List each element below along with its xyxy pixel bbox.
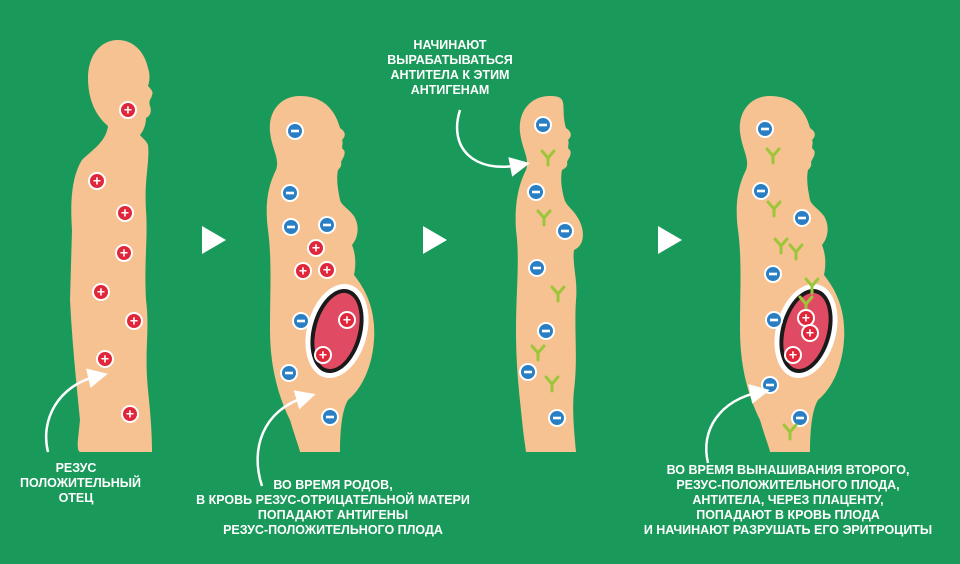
positive-cell (294, 262, 312, 280)
positive-cell (784, 346, 802, 364)
negative-cell (280, 364, 298, 382)
first-birth-label-line: В КРОВЬ РЕЗУС-ОТРИЦАТЕЛЬНОЙ МАТЕРИ (196, 493, 470, 507)
positive-cell (338, 311, 356, 329)
callout-arrow-second-pregnancy (705, 384, 770, 464)
father-body (70, 40, 153, 452)
negative-cell (537, 322, 555, 340)
negative-cell (292, 312, 310, 330)
second-pregnancy-label-line: ВО ВРЕМЯ ВЫНАШИВАНИЯ ВТОРОГО, (666, 463, 910, 477)
negative-cell (556, 222, 574, 240)
antibodies-label-line: АНТИТЕЛА К ЭТИМ (390, 68, 510, 82)
positive-cell (119, 101, 137, 119)
father-label-line: ОТЕЦ (58, 491, 94, 505)
positive-cell (88, 172, 106, 190)
antibodies-label-line: ВЫРАБАТЫВАТЬСЯ (387, 53, 513, 67)
negative-cell (519, 363, 537, 381)
antibodies-label: НАЧИНАЮТ ВЫРАБАТЫВАТЬСЯ АНТИТЕЛА К ЭТИМ … (362, 38, 538, 98)
father-label: РЕЗУС ПОЛОЖИТЕЛЬНЫЙ ОТЕЦ (20, 461, 141, 506)
second-pregnancy-label-line: РЕЗУС-ПОЛОЖИТЕЛЬНОГО ПЛОДА, (676, 478, 900, 492)
negative-cell (765, 311, 783, 329)
positive-cell (121, 405, 139, 423)
first-birth-label: ВО ВРЕМЯ РОДОВ, В КРОВЬ РЕЗУС-ОТРИЦАТЕЛЬ… (170, 478, 496, 538)
father-label-line: РЕЗУС (55, 461, 97, 475)
first-birth-label-line: РЕЗУС-ПОЛОЖИТЕЛЬНОГО ПЛОДА (223, 523, 443, 537)
step-arrow-3 (658, 226, 682, 254)
positive-cell (116, 204, 134, 222)
antibodies-label-line: НАЧИНАЮТ (413, 38, 487, 52)
callout-arrow-antibodies (455, 109, 530, 177)
negative-cell (281, 184, 299, 202)
callout-arrow-father (44, 368, 108, 453)
negative-cell (286, 122, 304, 140)
first-birth-label-line: ВО ВРЕМЯ РОДОВ, (273, 478, 393, 492)
second-pregnancy-label-line: ПОПАДАЮТ В КРОВЬ ПЛОДА (696, 508, 880, 522)
negative-cell (282, 218, 300, 236)
negative-cell (527, 183, 545, 201)
negative-cell (764, 265, 782, 283)
mother3-body (736, 96, 845, 452)
negative-cell (793, 209, 811, 227)
negative-cell (791, 409, 809, 427)
negative-cell (318, 216, 336, 234)
positive-cell (314, 346, 332, 364)
father-figure (70, 40, 153, 452)
negative-cell (528, 259, 546, 277)
mother-producing-antibodies (515, 96, 583, 452)
positive-cell (115, 244, 133, 262)
negative-cell (761, 376, 779, 394)
negative-cell (756, 120, 774, 138)
positive-cell (96, 350, 114, 368)
positive-cell (125, 312, 143, 330)
mother2-body (515, 96, 583, 452)
second-pregnancy-label: ВО ВРЕМЯ ВЫНАШИВАНИЯ ВТОРОГО, РЕЗУС-ПОЛО… (616, 463, 960, 538)
father-label-line: ПОЛОЖИТЕЛЬНЫЙ (20, 476, 141, 490)
positive-cell (801, 324, 819, 342)
positive-cell (318, 261, 336, 279)
negative-cell (548, 409, 566, 427)
step-arrow-2 (423, 226, 447, 254)
antibodies-label-line: АНТИГЕНАМ (410, 83, 490, 97)
positive-cell (307, 239, 325, 257)
step-arrow-1 (202, 226, 226, 254)
positive-cell (92, 283, 110, 301)
callout-arrow-first-birth (256, 390, 316, 487)
first-birth-label-line: ПОПАДАЮТ АНТИГЕНЫ (257, 508, 409, 522)
mother-second-pregnancy (736, 96, 845, 452)
second-pregnancy-label-line: АНТИТЕЛА, ЧЕРЕЗ ПЛАЦЕНТУ, (692, 493, 884, 507)
negative-cell (752, 182, 770, 200)
negative-cell (534, 116, 552, 134)
negative-cell (321, 408, 339, 426)
second-pregnancy-label-line: И НАЧИНАЮТ РАЗРУШАТЬ ЕГО ЭРИТРОЦИТЫ (643, 523, 933, 537)
